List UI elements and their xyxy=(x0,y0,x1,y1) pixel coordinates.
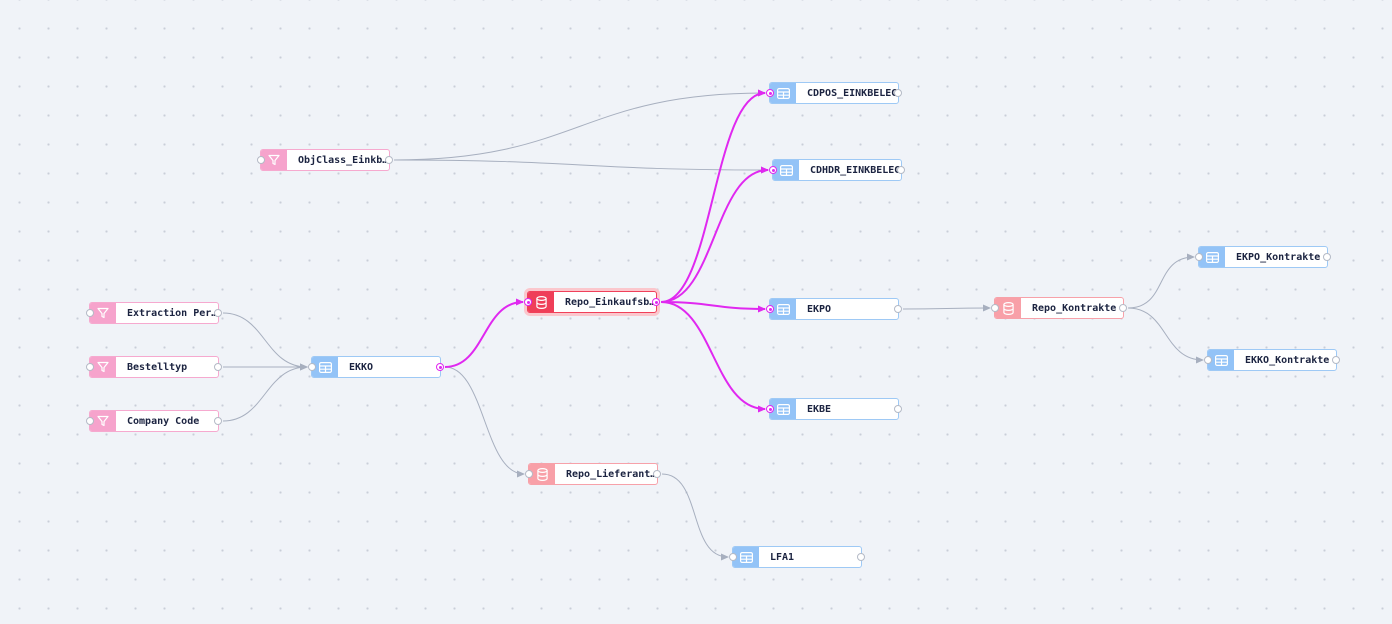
edge-repo_lief-to-lfa1[interactable] xyxy=(661,473,729,561)
output-port[interactable] xyxy=(1119,304,1127,312)
output-port[interactable] xyxy=(857,553,865,561)
output-port[interactable] xyxy=(214,309,222,317)
input-port[interactable] xyxy=(86,417,94,425)
edge-repo_einkauf-to-cdpos[interactable] xyxy=(660,89,766,303)
edge-ekko-to-repo_lief[interactable] xyxy=(444,366,525,478)
node-label: LFA1 xyxy=(770,551,795,563)
input-port[interactable] xyxy=(86,309,94,317)
node-bestelltyp[interactable]: Bestelltyp xyxy=(86,356,222,378)
input-port[interactable] xyxy=(766,305,774,313)
node-repo-lief[interactable]: Repo_Lieferant… xyxy=(525,463,661,485)
filter-icon xyxy=(90,411,116,431)
table-icon xyxy=(770,399,796,419)
input-port[interactable] xyxy=(525,470,533,478)
edge-objclass-to-cdhdr[interactable] xyxy=(393,159,769,174)
node-extraction[interactable]: Extraction Per… xyxy=(86,302,222,324)
node-label: EKPO_Kontrakte xyxy=(1236,251,1321,263)
node-label: Repo_Lieferant… xyxy=(566,468,657,480)
output-port[interactable] xyxy=(436,363,444,371)
filter-icon xyxy=(261,150,287,170)
node-label: Repo_Einkaufsb… xyxy=(565,296,656,308)
input-port[interactable] xyxy=(769,166,777,174)
node-ekbe[interactable]: EKBE xyxy=(766,398,902,420)
output-port[interactable] xyxy=(652,298,660,306)
database-icon xyxy=(529,464,555,484)
node-label: EKPO xyxy=(807,303,832,315)
edge-companycode-to-ekko[interactable] xyxy=(222,363,308,422)
output-port[interactable] xyxy=(894,405,902,413)
node-cdpos[interactable]: CDPOS_EINKBELEG xyxy=(766,82,902,104)
node-ekko-k[interactable]: EKKO_Kontrakte xyxy=(1204,349,1340,371)
node-label: ObjClass_Einkb… xyxy=(298,154,389,166)
edge-repo_einkauf-to-cdhdr[interactable] xyxy=(660,166,769,303)
output-port[interactable] xyxy=(1332,356,1340,364)
output-port[interactable] xyxy=(653,470,661,478)
node-ekpo-k[interactable]: EKPO_Kontrakte xyxy=(1195,246,1331,268)
edge-repo_kontrakte-to-ekpo_k[interactable] xyxy=(1127,253,1195,309)
node-label: EKKO_Kontrakte xyxy=(1245,354,1330,366)
input-port[interactable] xyxy=(257,156,265,164)
input-port[interactable] xyxy=(766,89,774,97)
table-icon xyxy=(1208,350,1234,370)
edge-repo_einkauf-to-ekbe[interactable] xyxy=(660,301,766,413)
input-port[interactable] xyxy=(308,363,316,371)
output-port[interactable] xyxy=(214,363,222,371)
table-icon xyxy=(773,160,799,180)
edge-ekpo-to-repo_kontrakte[interactable] xyxy=(902,304,991,312)
edge-repo_kontrakte-to-ekko_k[interactable] xyxy=(1127,307,1204,364)
node-label: Company Code xyxy=(127,415,200,427)
database-icon xyxy=(528,292,554,312)
output-port[interactable] xyxy=(1323,253,1331,261)
table-icon xyxy=(770,299,796,319)
input-port[interactable] xyxy=(766,405,774,413)
input-port[interactable] xyxy=(524,298,532,306)
input-port[interactable] xyxy=(991,304,999,312)
filter-icon xyxy=(90,357,116,377)
output-port[interactable] xyxy=(214,417,222,425)
node-label: Bestelltyp xyxy=(127,361,188,373)
node-label: Extraction Per… xyxy=(127,307,218,319)
node-repo-kontrakte[interactable]: Repo_Kontrakte xyxy=(991,297,1127,319)
node-ekko[interactable]: EKKO xyxy=(308,356,444,378)
input-port[interactable] xyxy=(1195,253,1203,261)
node-repo-einkauf[interactable]: Repo_Einkaufsb… xyxy=(524,291,660,313)
output-port[interactable] xyxy=(897,166,905,174)
edge-ekko-to-repo_einkauf[interactable] xyxy=(444,298,524,368)
node-label: EKKO xyxy=(349,361,374,373)
output-port[interactable] xyxy=(894,89,902,97)
input-port[interactable] xyxy=(86,363,94,371)
node-label: CDHDR_EINKBELEG xyxy=(810,164,901,176)
output-port[interactable] xyxy=(894,305,902,313)
table-icon xyxy=(770,83,796,103)
node-label: CDPOS_EINKBELEG xyxy=(807,87,898,99)
edge-repo_einkauf-to-ekpo[interactable] xyxy=(660,301,766,313)
database-icon xyxy=(995,298,1021,318)
node-objclass[interactable]: ObjClass_Einkb… xyxy=(257,149,393,171)
table-icon xyxy=(1199,247,1225,267)
node-label: Repo_Kontrakte xyxy=(1032,302,1117,314)
table-icon xyxy=(312,357,338,377)
output-port[interactable] xyxy=(385,156,393,164)
node-cdhdr[interactable]: CDHDR_EINKBELEG xyxy=(769,159,905,181)
table-icon xyxy=(733,547,759,567)
edge-extraction-to-ekko[interactable] xyxy=(222,312,308,371)
node-companycode[interactable]: Company Code xyxy=(86,410,222,432)
node-label: EKBE xyxy=(807,403,832,415)
input-port[interactable] xyxy=(1204,356,1212,364)
edge-objclass-to-cdpos[interactable] xyxy=(393,89,766,161)
input-port[interactable] xyxy=(729,553,737,561)
node-ekpo[interactable]: EKPO xyxy=(766,298,902,320)
node-lfa1[interactable]: LFA1 xyxy=(729,546,865,568)
filter-icon xyxy=(90,303,116,323)
